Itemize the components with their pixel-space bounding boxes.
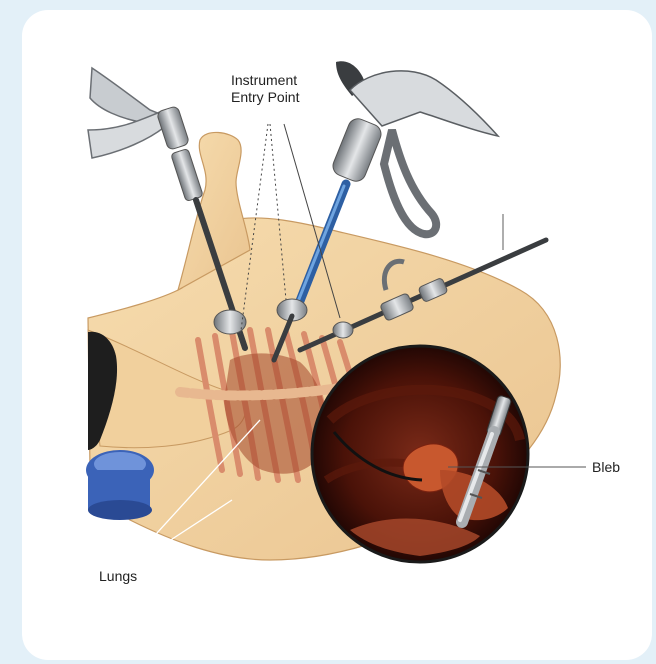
bleb-label: Bleb [592,459,620,476]
headrest [86,450,154,520]
instrument-label-line1: Instrument [231,72,299,89]
instrument-entry-point-label: Instrument Entry Point [231,72,299,106]
thoracoscopic-inset [312,346,528,562]
lungs-label: Lungs [99,568,137,585]
instrument-label-line2: Entry Point [231,89,299,106]
